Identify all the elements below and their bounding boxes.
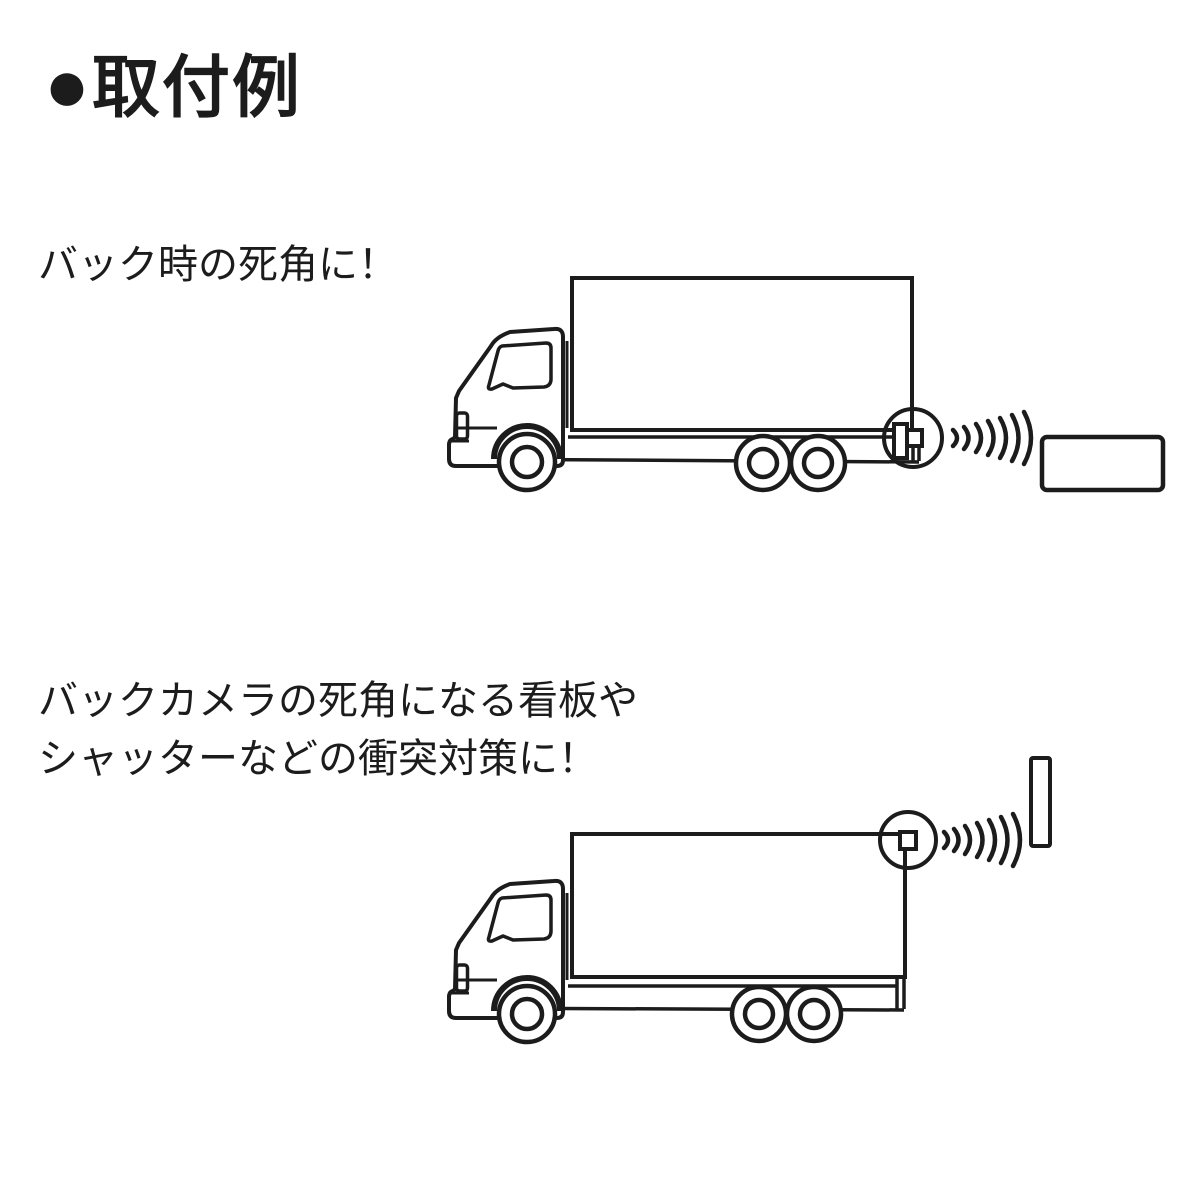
sound-waves-icon bbox=[950, 409, 1034, 467]
truck-illustration-high-obstacle bbox=[447, 756, 1052, 1045]
cab-window bbox=[486, 341, 553, 391]
truck-illustration-reversing bbox=[447, 276, 1166, 493]
signboard-obstacle bbox=[1029, 756, 1052, 848]
truck-side-view bbox=[447, 832, 907, 1045]
sensor-highlight-circle-icon bbox=[878, 810, 938, 870]
cargo-box bbox=[570, 832, 907, 979]
caption-line-2: シャッターなどの衝突対策に！ bbox=[38, 737, 598, 781]
obstacle-block bbox=[1039, 434, 1166, 493]
truck-cab bbox=[447, 878, 844, 1045]
sensor-head bbox=[905, 428, 924, 448]
upper-corner-sensor bbox=[878, 810, 938, 870]
marker-light bbox=[454, 411, 470, 441]
sound-waves-icon bbox=[941, 811, 1023, 869]
page-title: ● 取付例 bbox=[44, 43, 302, 128]
wheels bbox=[496, 431, 848, 493]
caption-line-1: バックカメラの死角になる看板や bbox=[38, 679, 638, 723]
marker-light bbox=[454, 963, 470, 993]
sensor-head bbox=[898, 830, 918, 851]
truck-side-view bbox=[447, 276, 921, 493]
caption-camera-blind-spot: バックカメラの死角になる看板や シャッターなどの衝突対策に！ bbox=[38, 672, 638, 788]
cargo-box bbox=[570, 276, 914, 432]
sensor-highlight-circle-icon bbox=[882, 407, 944, 469]
page-title-text: 取付例 bbox=[91, 50, 302, 126]
rear-bumper-sensor bbox=[882, 407, 944, 469]
front-fender-arch bbox=[491, 423, 563, 460]
wheels bbox=[496, 983, 844, 1045]
truck-cab bbox=[447, 326, 569, 468]
cab-window bbox=[486, 893, 553, 943]
caption-back-blind-spot: バック時の死角に！ bbox=[38, 243, 398, 287]
bullet-icon: ● bbox=[44, 43, 90, 128]
front-fender-arch bbox=[491, 975, 563, 1012]
